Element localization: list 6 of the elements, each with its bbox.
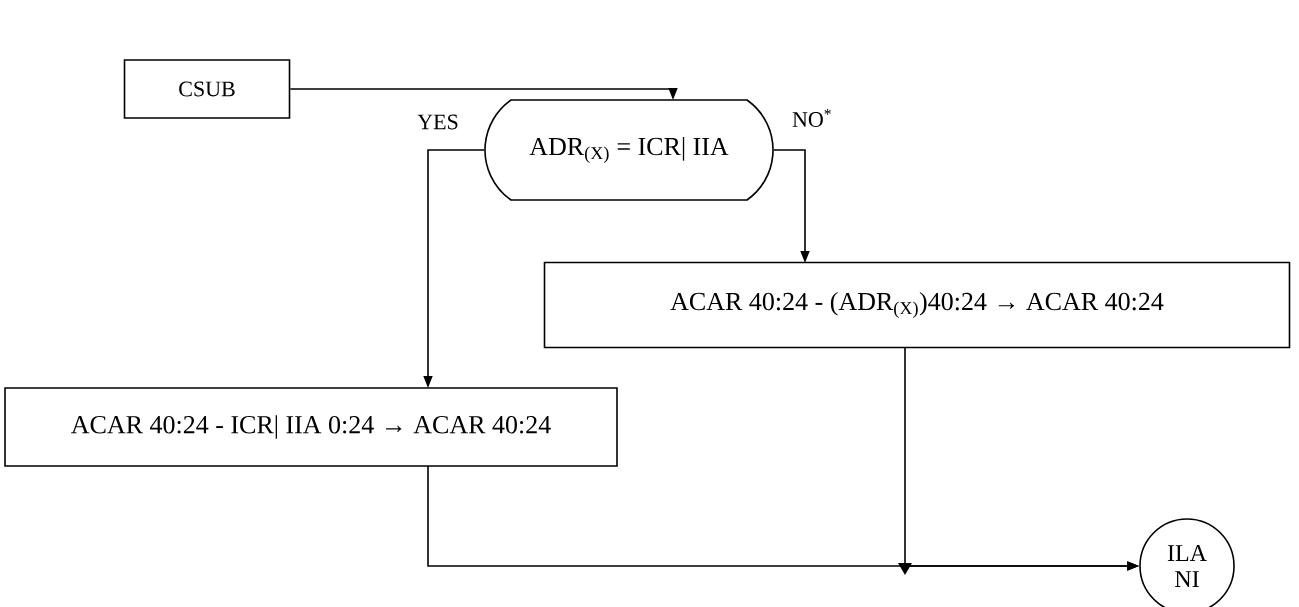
process-box: CSUB	[123, 59, 291, 119]
process-box: ACAR 40:24 - ICR| IIA 0:24 → ACAR 40:24	[4, 387, 618, 467]
process-box: ACAR 40:24 - (ADR$_{(X)}$)40:24 → ACAR 40:24	[543, 261, 1291, 349]
decision-terminal: ADR$_{(X)}$ = ICR| IIA	[484, 99, 774, 201]
edge-label: NO$^{*}$	[791, 108, 833, 128]
edge-label: YES	[416, 113, 460, 131]
